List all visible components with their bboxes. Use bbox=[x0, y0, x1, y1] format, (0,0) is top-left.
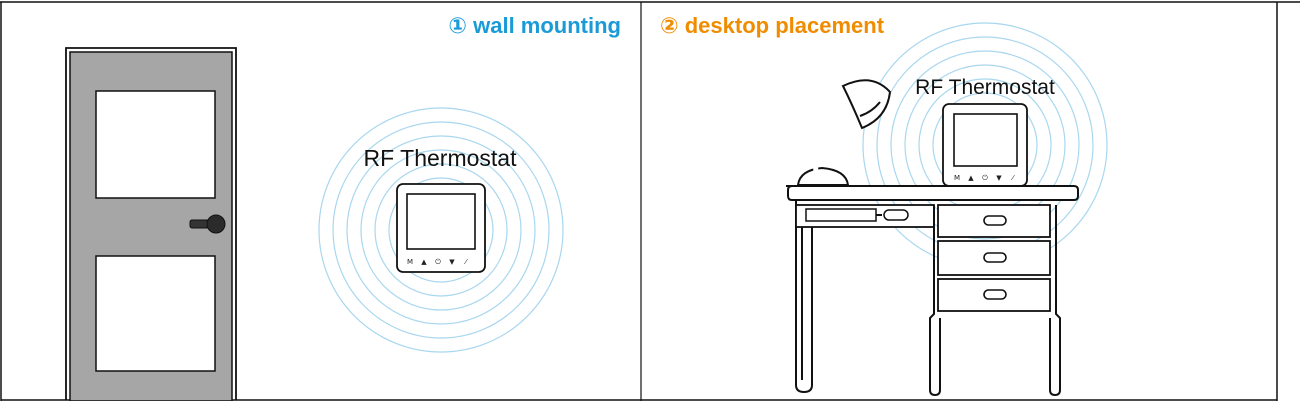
desktop-thermostat-label: RF Thermostat bbox=[915, 76, 1055, 99]
desktop-placement-panel: ② desktop placement RF Thermostat M ▲ ⏻ ▼ ⁄ bbox=[660, 13, 1108, 397]
thermostat-button-label: ⁄ bbox=[1010, 174, 1015, 182]
wall-mounting-title: ① wall mounting bbox=[448, 13, 621, 38]
drawer-knob-icon bbox=[983, 252, 1007, 263]
thermostat-button-label: M bbox=[407, 258, 413, 266]
wall-thermostat-label: RF Thermostat bbox=[364, 145, 518, 171]
wall-thermostat-buttons: M ▲ ⏻ ▼ ⁄ bbox=[407, 258, 468, 266]
thermostat-button-label: ⁄ bbox=[463, 258, 468, 266]
door-handle-icon bbox=[189, 214, 226, 234]
desktop-thermostat-buttons: M ▲ ⏻ ▼ ⁄ bbox=[954, 174, 1015, 182]
signal-ring bbox=[388, 177, 494, 283]
desktop-thermostat-device: M ▲ ⏻ ▼ ⁄ bbox=[942, 103, 1028, 187]
thermostat-button-label: ▼ bbox=[449, 258, 455, 266]
signal-ring bbox=[318, 107, 564, 353]
signal-ring bbox=[332, 121, 550, 339]
signal-ring bbox=[890, 50, 1080, 240]
signal-ring bbox=[360, 149, 522, 311]
thermostat-button-label: ▲ bbox=[421, 258, 427, 266]
thermostat-button-label: ⏻ bbox=[435, 258, 441, 266]
thermostat-button-label: M bbox=[954, 174, 960, 182]
thermostat-button-label: ▲ bbox=[968, 174, 974, 182]
drawer-knob-icon bbox=[983, 289, 1007, 300]
signal-ring bbox=[346, 135, 536, 325]
signal-ring bbox=[374, 163, 508, 297]
thermostat-button-label: ▼ bbox=[996, 174, 1002, 182]
wall-mounting-panel: ① wall mounting RF Thermostat M ▲ ⏻ ▼ ⁄ bbox=[65, 13, 621, 401]
desk-lamp-illustration bbox=[786, 79, 892, 187]
wall-thermostat-device: M ▲ ⏻ ▼ ⁄ bbox=[396, 183, 486, 273]
wall-signal-rings bbox=[318, 107, 564, 353]
drawer-knob-icon bbox=[983, 215, 1007, 226]
thermostat-button-label: ⏻ bbox=[982, 174, 988, 182]
desktop-placement-title: ② desktop placement bbox=[660, 13, 885, 38]
door-illustration bbox=[65, 47, 237, 401]
desk-illustration bbox=[787, 185, 1079, 397]
